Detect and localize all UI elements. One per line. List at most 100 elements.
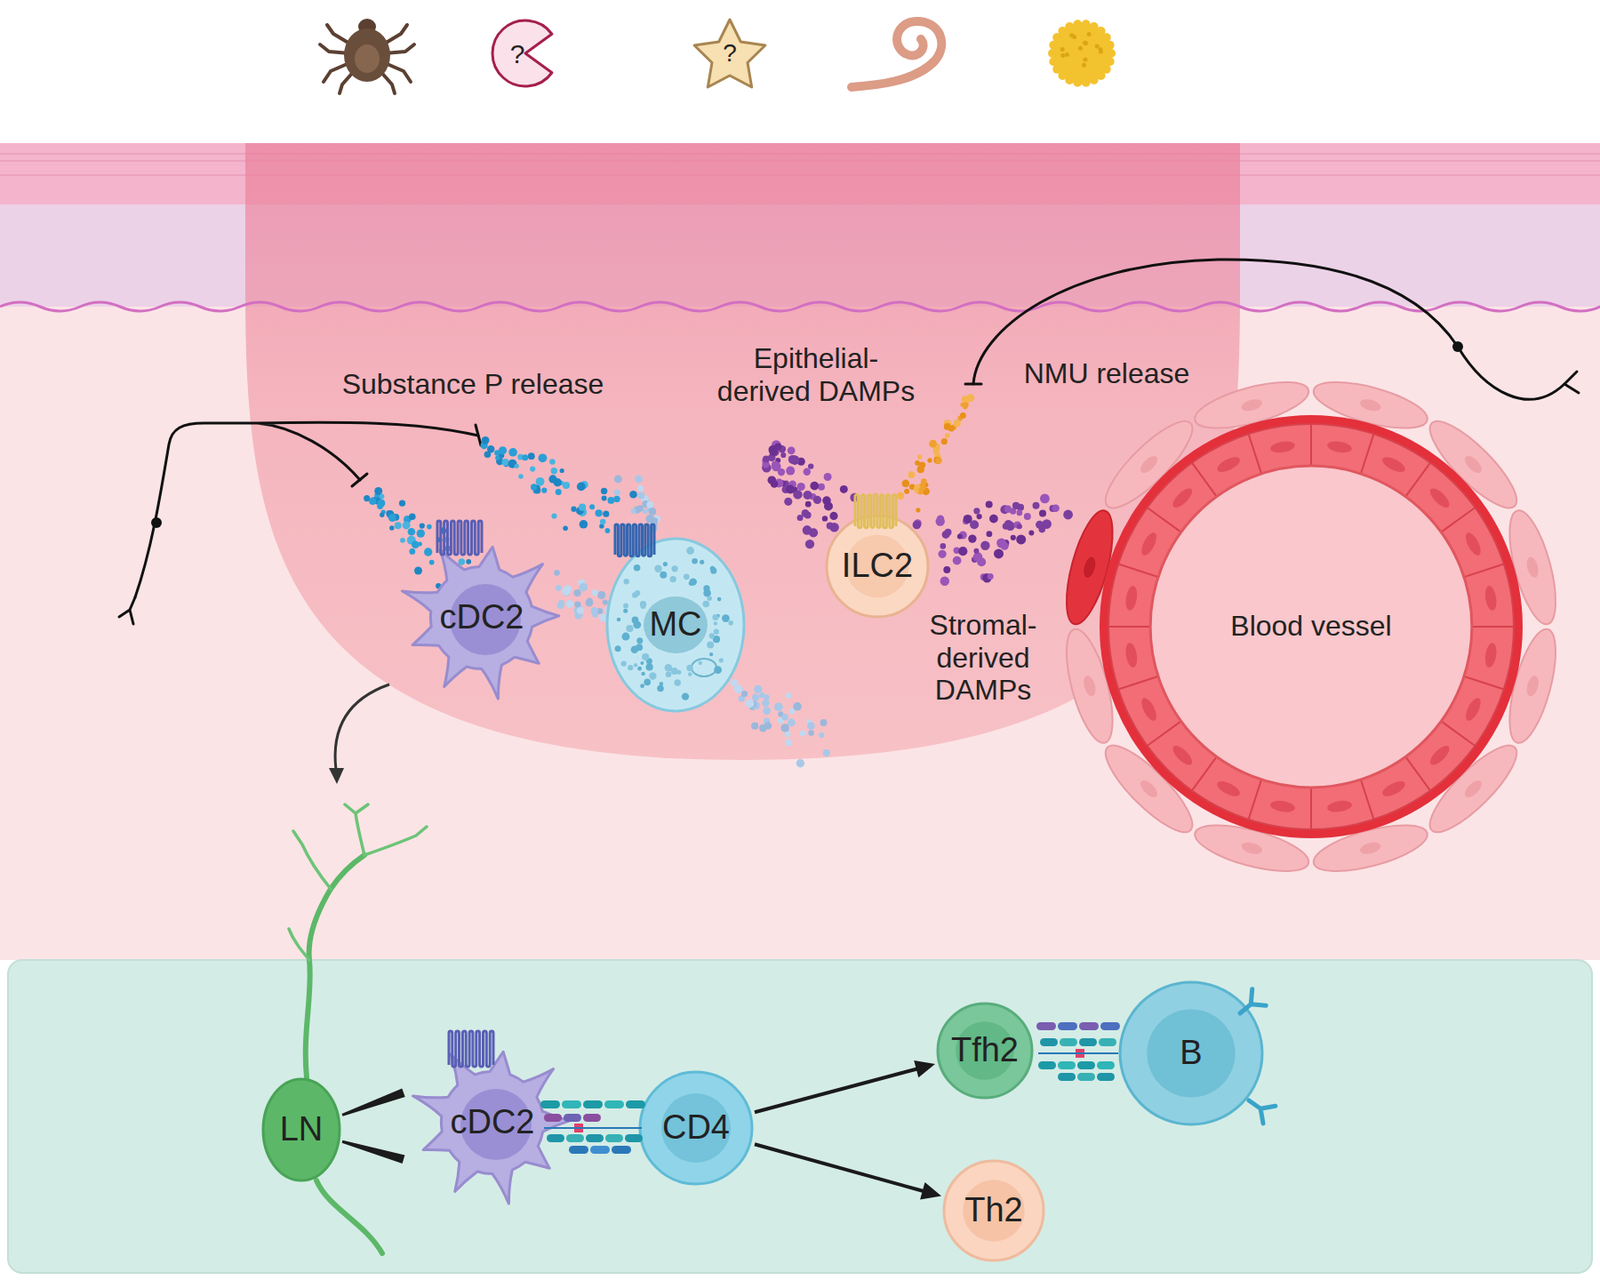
molecule-dot bbox=[416, 528, 425, 537]
granule bbox=[703, 584, 710, 592]
molecule-dot bbox=[796, 759, 805, 768]
endothelial-border bbox=[1440, 507, 1475, 533]
granule bbox=[672, 565, 679, 572]
molecule-dot bbox=[408, 548, 416, 555]
molecule-dot bbox=[374, 487, 383, 496]
molecule-dot bbox=[958, 546, 968, 556]
migration-arrow bbox=[328, 684, 390, 784]
arrow-head bbox=[913, 1060, 936, 1078]
helminth-worm bbox=[851, 21, 942, 88]
molecule-dot bbox=[589, 504, 595, 510]
granule bbox=[640, 683, 645, 688]
pollen-texture bbox=[1060, 53, 1065, 58]
molecule-dot bbox=[642, 508, 648, 514]
molecule-dot bbox=[1039, 509, 1047, 517]
pericyte-nucleus bbox=[1359, 397, 1383, 414]
neuron-soma bbox=[263, 1079, 340, 1181]
lymph-node-panel bbox=[8, 960, 1592, 1273]
neuron-soma-dot bbox=[1452, 341, 1464, 352]
molecule-dot bbox=[599, 613, 608, 622]
molecule-dot bbox=[419, 523, 425, 529]
endothelial-border bbox=[1118, 676, 1159, 690]
granule bbox=[688, 581, 694, 586]
molecule-dot bbox=[417, 542, 423, 547]
cell-name: B bbox=[1179, 1034, 1202, 1072]
molecule-dot bbox=[1063, 510, 1073, 520]
surface-molecule bbox=[590, 1145, 610, 1154]
molecule-dot bbox=[634, 475, 643, 484]
molecule-dot bbox=[787, 446, 796, 455]
granule bbox=[706, 640, 714, 648]
granule bbox=[689, 577, 697, 585]
molecule-dot bbox=[1010, 535, 1016, 541]
granule bbox=[712, 614, 719, 621]
molecule-dot bbox=[840, 485, 848, 494]
molecule-dot bbox=[614, 488, 621, 496]
endothelial-border bbox=[1192, 756, 1217, 791]
molecule-dot bbox=[751, 722, 759, 730]
annotation-label: Stromal- derived DAMPs bbox=[898, 608, 1068, 707]
molecule-dot bbox=[777, 468, 785, 476]
granule bbox=[665, 672, 672, 679]
molecule-dot bbox=[424, 547, 432, 556]
molecule-dot bbox=[601, 496, 608, 502]
molecule-dot bbox=[605, 528, 611, 534]
cell-membrane bbox=[826, 515, 928, 617]
endothelial-border bbox=[1440, 720, 1475, 746]
molecule-dot bbox=[495, 455, 500, 460]
molecule-dot bbox=[917, 465, 925, 473]
cell-name: ILC2 bbox=[841, 547, 913, 585]
neuron-body: LN bbox=[260, 1076, 343, 1184]
molecule-dot bbox=[764, 721, 773, 730]
endothelial-nucleus bbox=[1483, 584, 1498, 612]
pericyte-nucleus bbox=[1240, 397, 1264, 414]
endothelial-nucleus bbox=[1124, 641, 1139, 669]
surface-molecule bbox=[583, 1113, 601, 1122]
unknown-trigger-star: ? bbox=[689, 13, 770, 94]
molecule-dot bbox=[629, 490, 638, 499]
molecule-dot bbox=[808, 729, 815, 736]
molecule-dot bbox=[613, 496, 620, 503]
endothelial-nucleus bbox=[1463, 530, 1484, 558]
molecule-dot bbox=[784, 739, 792, 747]
mast-cell: MC bbox=[604, 536, 747, 714]
molecule-dot bbox=[602, 599, 608, 605]
molecule-dot bbox=[914, 460, 920, 466]
molecule-dot bbox=[803, 468, 811, 476]
dust-mite bbox=[320, 18, 415, 94]
granule bbox=[621, 660, 627, 666]
lymph-node-neuron bbox=[288, 804, 427, 1254]
molecule-dot bbox=[498, 446, 507, 455]
molecule-dot bbox=[785, 466, 795, 476]
th2-cell: Th2 bbox=[941, 1158, 1047, 1264]
endothelial-nucleus bbox=[1380, 454, 1408, 475]
granule bbox=[676, 670, 681, 675]
granule bbox=[709, 652, 713, 656]
vacuole bbox=[691, 658, 717, 677]
endothelial-border bbox=[1248, 433, 1263, 474]
pericyte-nucleus bbox=[1462, 777, 1485, 800]
molecule-dot bbox=[648, 507, 657, 516]
molecule-dot bbox=[578, 583, 588, 592]
cell-nucleus bbox=[1146, 1008, 1235, 1097]
granule bbox=[713, 665, 722, 674]
nerve-fiber bbox=[135, 422, 479, 598]
molecule-dot bbox=[560, 468, 565, 473]
cell-nucleus bbox=[643, 596, 708, 654]
granule bbox=[616, 617, 622, 623]
molecule-dot bbox=[935, 456, 943, 464]
pollen-texture bbox=[1082, 40, 1088, 46]
granule bbox=[681, 692, 689, 700]
endothelial-nucleus bbox=[1138, 696, 1160, 723]
molecule-dot bbox=[1016, 523, 1023, 529]
cell-membrane bbox=[937, 1003, 1032, 1098]
molecule-dot bbox=[536, 477, 545, 487]
pollen-texture bbox=[1097, 47, 1103, 52]
molecule-dot bbox=[600, 488, 608, 495]
molecule-dot bbox=[1028, 530, 1034, 536]
granule bbox=[659, 571, 667, 579]
molecule-dot bbox=[578, 504, 586, 512]
unknown-trigger-pacman-shape bbox=[489, 17, 561, 89]
molecule-dot bbox=[389, 525, 394, 530]
